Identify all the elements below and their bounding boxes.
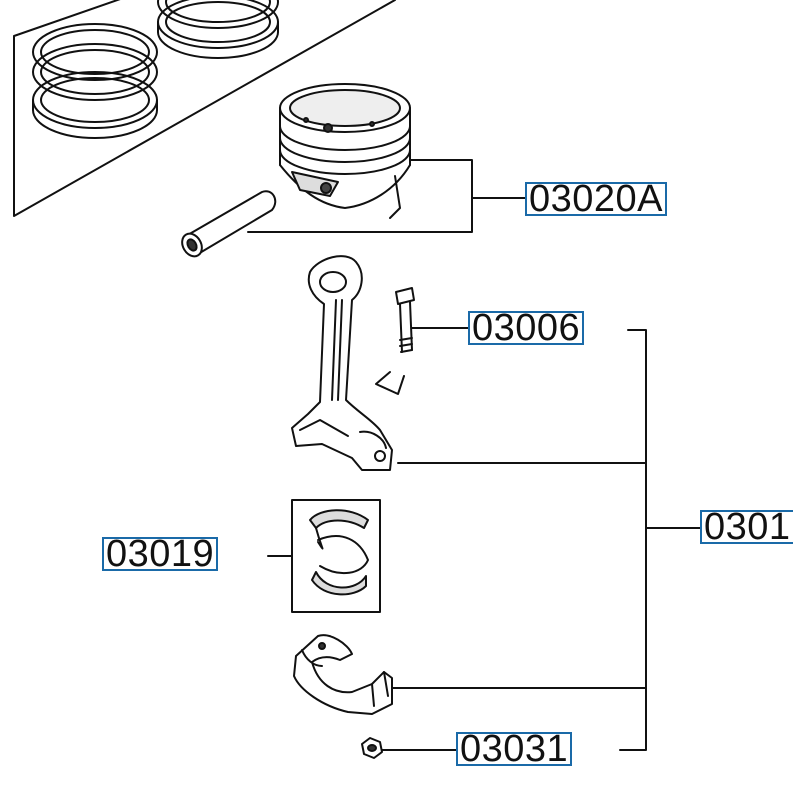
piston-ring-set [13,0,396,217]
connecting-rod [291,255,393,471]
leader-line-0301 [389,329,701,751]
leader-line-03020A [247,159,526,233]
part-number-label: 03006 [472,311,581,345]
connecting-rod-bolt [375,287,415,395]
part-number-03006-link[interactable]: 03006 [468,311,585,345]
piston-pin [181,190,277,258]
part-number-03020A-link[interactable]: 03020A [525,182,668,216]
part-number-label: 03019 [106,537,215,571]
connecting-rod-nut [361,737,459,759]
part-number-03031-link[interactable]: 03031 [456,732,573,766]
connecting-rod-cap [293,634,393,715]
part-number-label: 0301 [704,510,791,544]
part-number-label: 03031 [460,732,569,766]
piston [279,83,411,219]
part-number-label: 03020A [529,182,664,216]
part-number-0301-link[interactable]: 0301 [700,510,793,544]
part-number-03019-link[interactable]: 03019 [102,537,219,571]
connecting-rod-bearing [267,499,381,613]
